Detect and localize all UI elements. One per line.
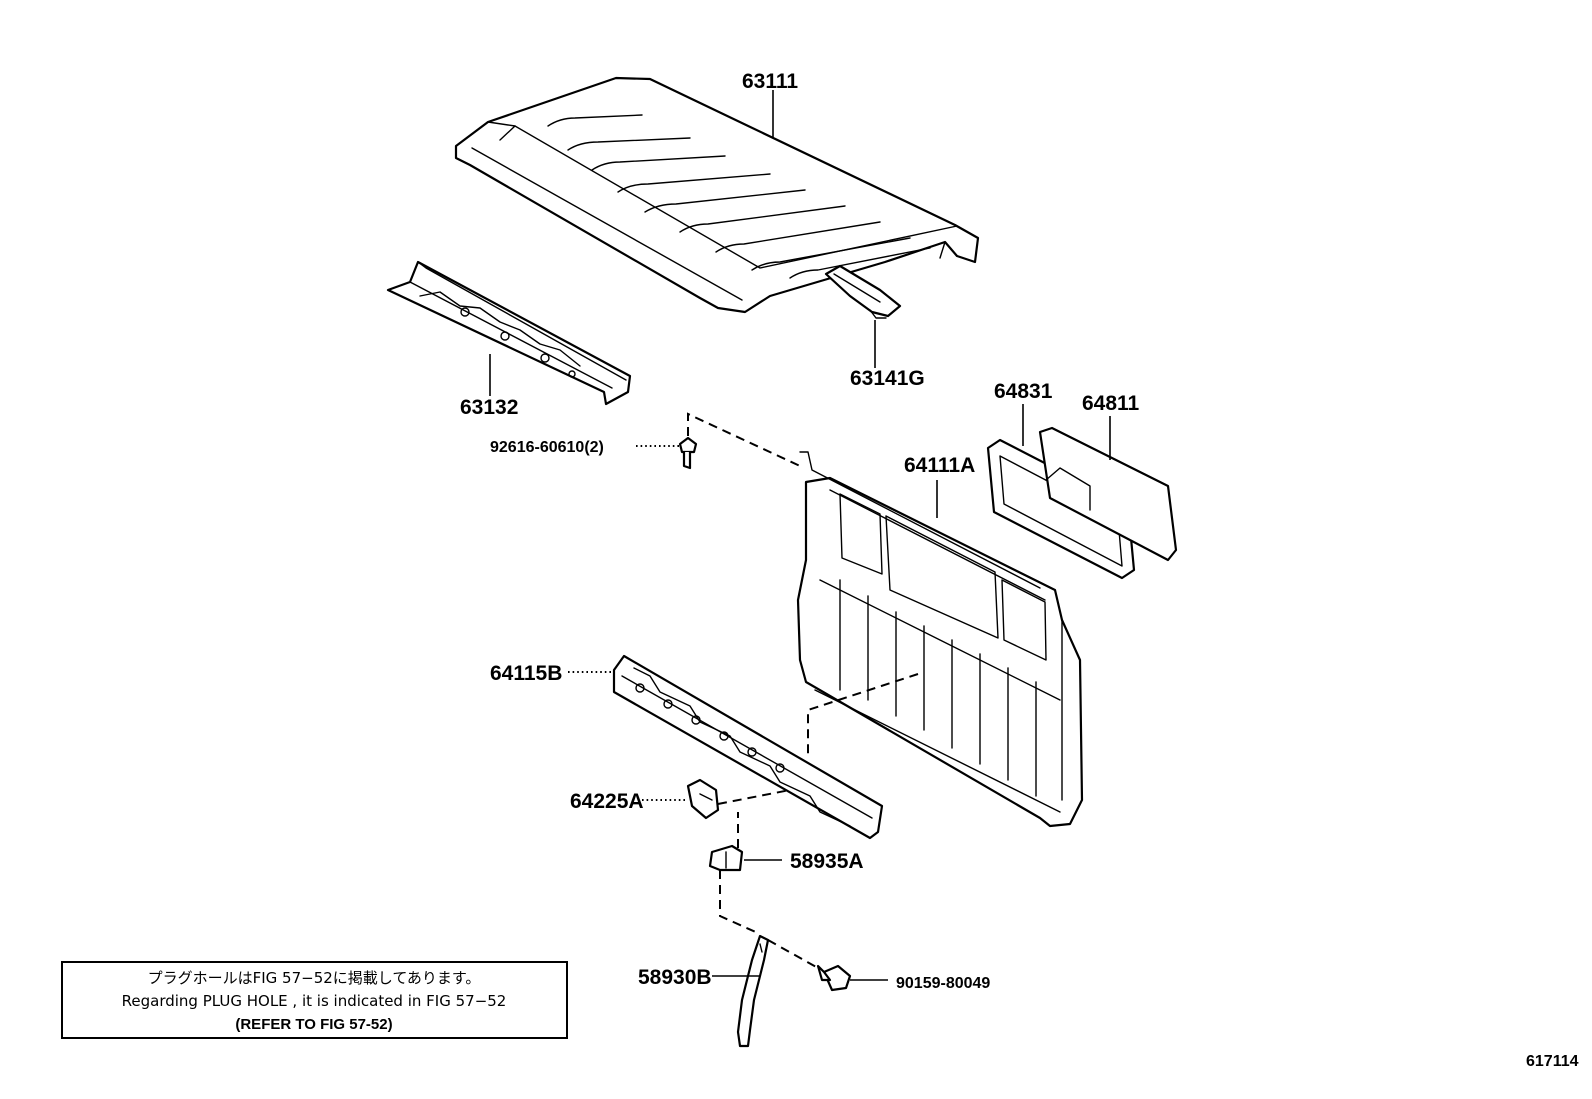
window-glass-64811: [1038, 426, 1178, 562]
clip-64225A: [686, 778, 720, 820]
label-58930B: 58930B: [638, 966, 712, 989]
roof-panel-63111: [454, 76, 980, 314]
label-63141G: 63141G: [850, 367, 925, 390]
label-63111: 63111: [742, 70, 798, 93]
strap-58930B: [736, 934, 770, 1048]
note-box: プラグホールはFIG 57−52に掲載してあります。 Regarding PLU…: [61, 961, 568, 1039]
back-panel-64111A: [796, 451, 1084, 828]
figure-id: 617114: [1526, 1053, 1579, 1070]
label-58935A: 58935A: [790, 850, 864, 873]
screw-92616: [678, 436, 698, 470]
note-line-2: Regarding PLUG HOLE , it is indicated in…: [122, 992, 507, 1010]
note-line-3: (REFER TO FIG 57-52): [235, 1016, 392, 1033]
label-64111A: 64111A: [904, 454, 975, 477]
lower-reinforcement-64115B: [612, 654, 884, 840]
bolt-90159: [816, 964, 852, 992]
label-92616-60610: 92616-60610(2): [490, 439, 604, 456]
assembly-dashed-lines: [687, 412, 919, 969]
leader-lines: [489, 90, 1111, 981]
roof-header-63132: [386, 260, 632, 406]
label-90159-80049: 90159-80049: [896, 975, 990, 992]
label-64225A: 64225A: [570, 790, 644, 813]
bracket-58935A: [708, 844, 744, 872]
label-63132: 63132: [460, 396, 518, 419]
label-64831: 64831: [994, 380, 1053, 403]
label-64811: 64811: [1082, 392, 1140, 415]
note-line-1: プラグホールはFIG 57−52に掲載してあります。: [148, 969, 481, 987]
roof-bow-63141G: [824, 264, 902, 319]
label-64115B: 64115B: [490, 662, 562, 685]
